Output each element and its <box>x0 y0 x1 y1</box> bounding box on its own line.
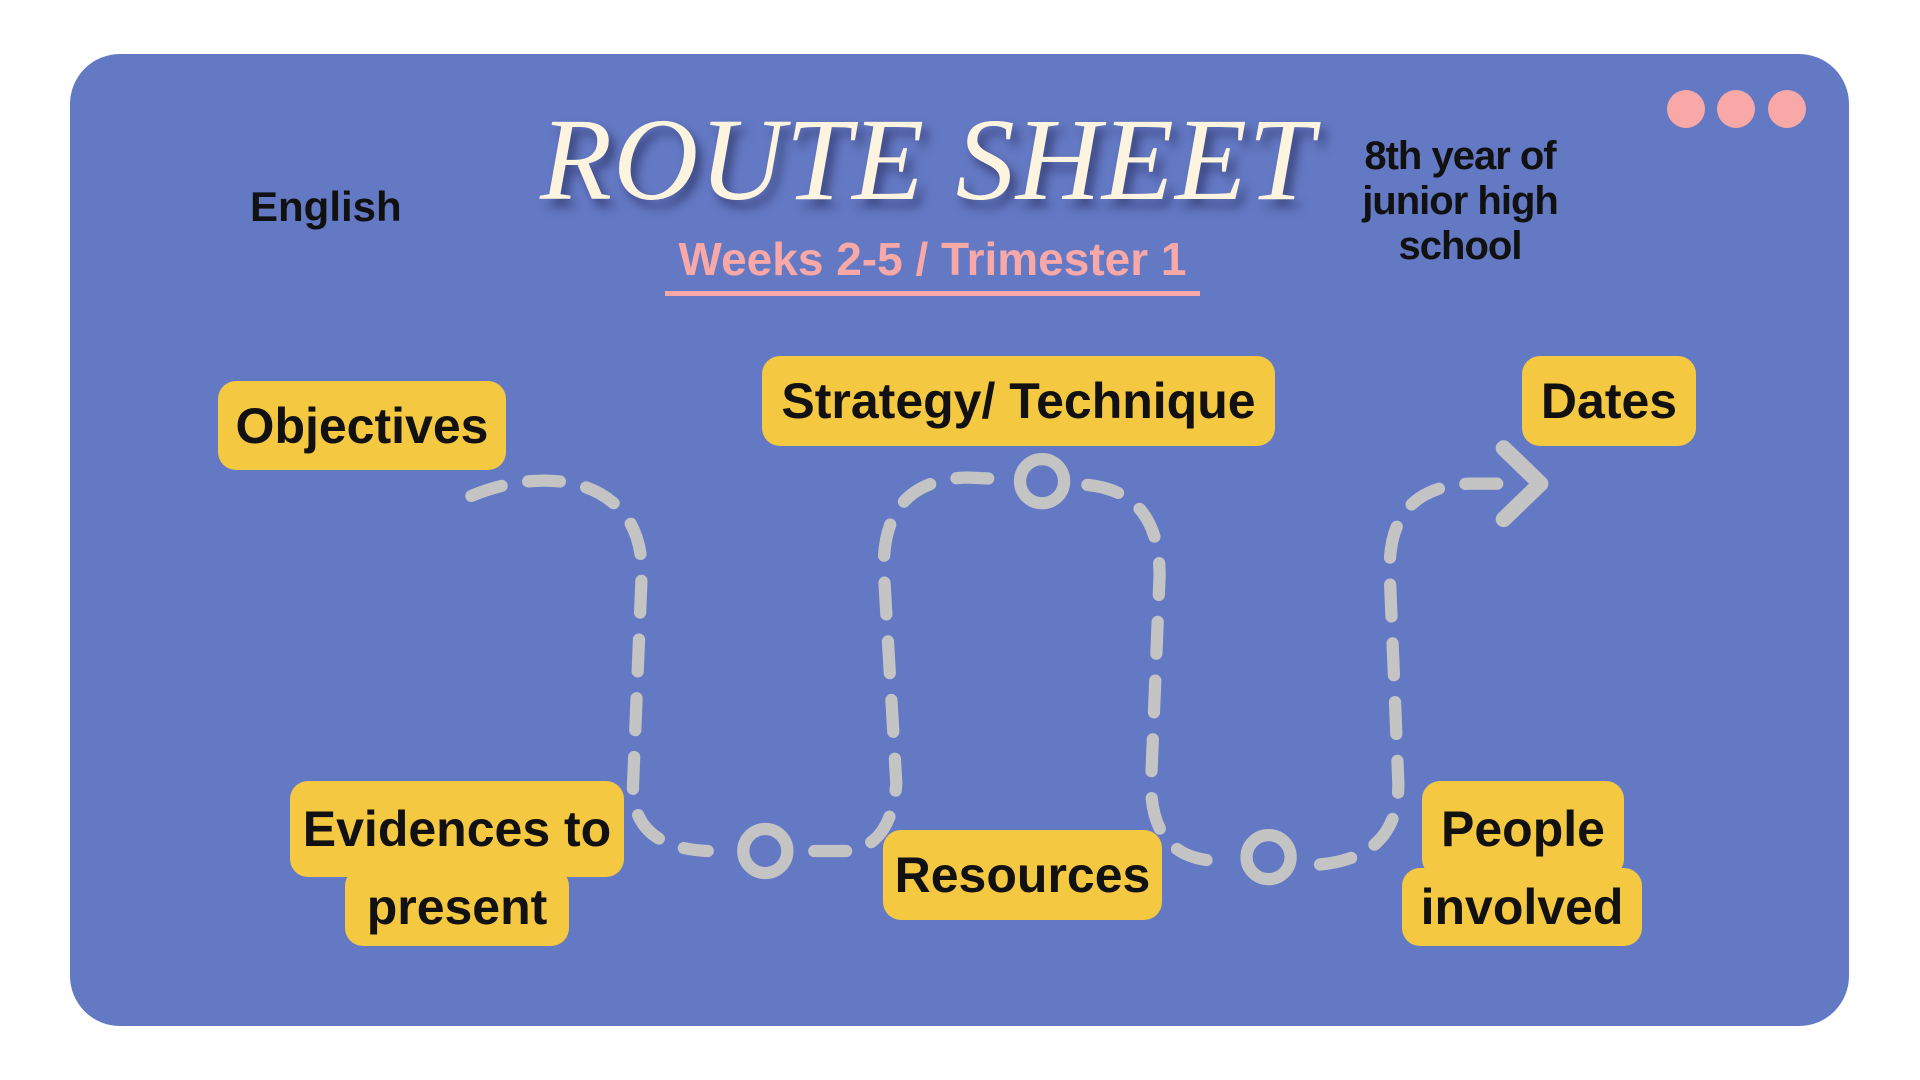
step-label: Dates <box>1540 373 1678 429</box>
grade-line: school <box>1398 224 1523 268</box>
step-people: People <box>1422 781 1624 877</box>
step-label: present <box>366 879 548 935</box>
step-people-line2: involved <box>1402 868 1642 946</box>
step-resources: Resources <box>883 830 1162 920</box>
window-dot-icon <box>1717 90 1755 128</box>
page-title: ROUTE SHEET <box>540 94 1315 225</box>
window-dot-icon <box>1768 90 1806 128</box>
step-objectives: Objectives <box>218 381 506 470</box>
waypoint-circle-icon <box>1013 453 1071 510</box>
step-evidences-line2: present <box>345 868 569 946</box>
subtitle-underline <box>665 291 1200 296</box>
step-label: involved <box>1420 879 1624 935</box>
step-label: People <box>1441 801 1605 857</box>
route-dashed-line <box>1313 477 1507 871</box>
waypoint-circle-icon <box>737 822 794 880</box>
route-dashed-line <box>808 471 1001 858</box>
grade-line: junior high <box>1362 179 1559 223</box>
step-label: Evidences to <box>302 801 612 857</box>
step-evidences: Evidences to <box>290 781 624 877</box>
step-label: Resources <box>894 847 1151 903</box>
waypoint-circle-icon <box>1240 828 1297 886</box>
grade-line: 8th year of <box>1364 134 1556 178</box>
step-label: Objectives <box>235 397 489 454</box>
grade-label: 8th year of junior high school <box>1320 134 1600 269</box>
route-dashed-line <box>465 474 714 858</box>
step-strategy: Strategy/ Technique <box>762 356 1275 446</box>
window-dot-icon <box>1667 90 1705 128</box>
route-dashed-line <box>1081 478 1221 867</box>
step-dates: Dates <box>1522 356 1696 446</box>
subtitle: Weeks 2-5 / Trimester 1 <box>678 233 1187 285</box>
step-label: Strategy/ Technique <box>781 373 1256 429</box>
arrow-right-icon <box>1495 440 1549 528</box>
subject-label: English <box>250 183 402 230</box>
